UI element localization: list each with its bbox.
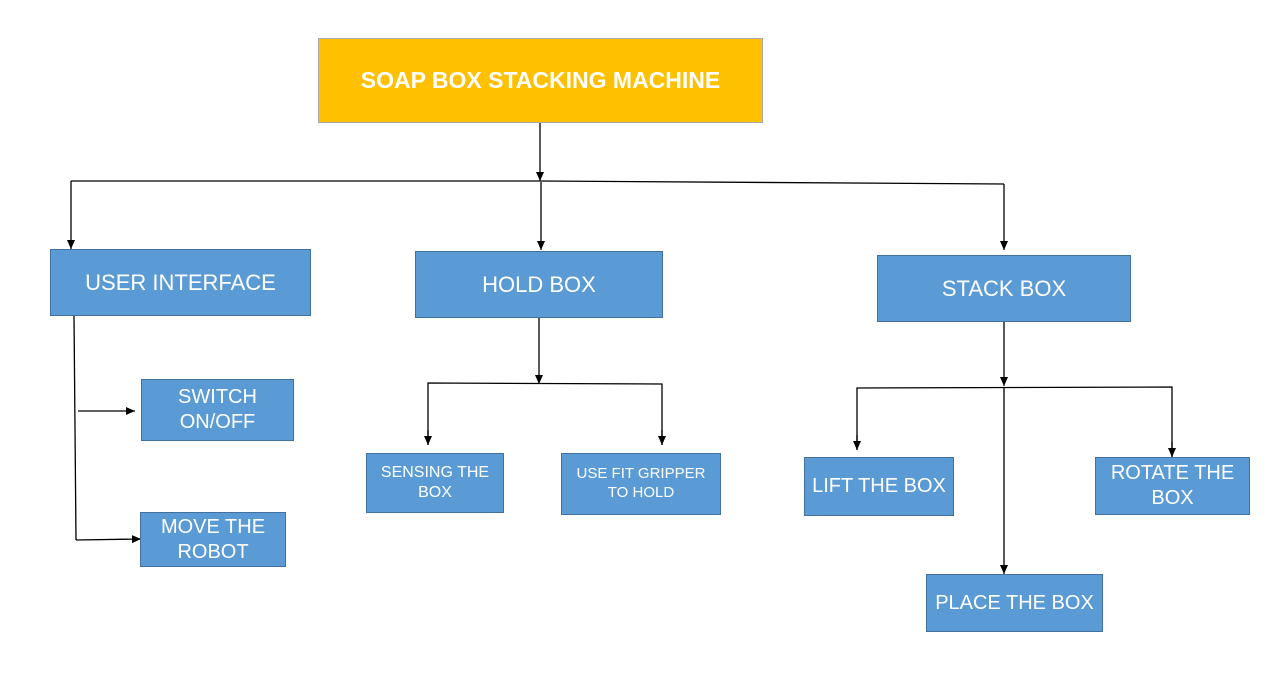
edge-main-bus [71,180,1005,185]
node-stack-box: STACK BOX [877,255,1131,322]
edge-to-move-the-robot [75,535,142,544]
node-sensing-the-box: SENSING THE BOX [366,453,504,513]
node-soap-box-stacking-machine: SOAP BOX STACKING MACHINE [318,38,763,123]
node-place-the-box: PLACE THE BOX [926,574,1103,632]
node-user-interface: USER INTERFACE [50,249,311,316]
edge-hold-box-bus [427,382,663,445]
node-move-the-robot: MOVE THE ROBOT [140,512,286,567]
edge-stack-box-bus [856,386,1173,457]
node-use-fit-gripper-to-hold: USE FIT GRIPPER TO HOLD [561,453,721,515]
node-lift-the-box: LIFT THE BOX [804,457,954,516]
node-switch-on-off: SWITCH ON/OFF [141,379,294,441]
node-rotate-the-box: ROTATE THE BOX [1095,457,1250,515]
node-hold-box: HOLD BOX [415,251,663,318]
edge-user-interface-trunk [73,315,77,541]
